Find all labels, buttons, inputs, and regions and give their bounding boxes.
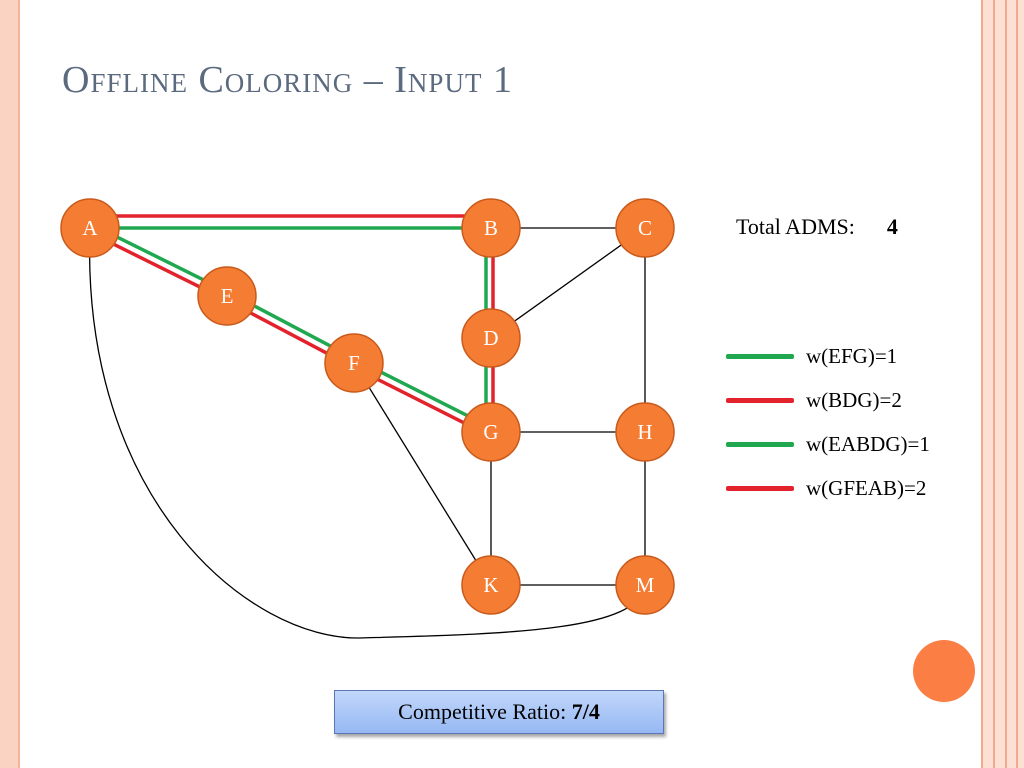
total-adms: Total ADMS: 4 <box>736 214 898 240</box>
graph-node <box>461 198 521 258</box>
graph-node-label: M <box>636 573 655 597</box>
legend-label: w(BDG)=2 <box>806 388 902 412</box>
legend-swatch <box>726 486 794 491</box>
ratio-label: Competitive Ratio: <box>398 699 567 724</box>
competitive-ratio-box: Competitive Ratio: 7/4 <box>334 690 664 734</box>
legend-label: w(EABDG)=1 <box>806 432 930 456</box>
graph-node-label: E <box>221 284 234 308</box>
legend-label: w(GFEAB)=2 <box>806 476 927 500</box>
graph-edge <box>88 227 646 639</box>
graph-node <box>197 266 257 326</box>
slide-title: Offline Coloring – Input 1 <box>62 59 513 101</box>
total-adms-label: Total ADMS: <box>736 214 855 239</box>
graph-node <box>324 333 384 393</box>
legend-swatch <box>726 442 794 447</box>
total-adms-value: 4 <box>886 214 898 239</box>
decorative-orange-circle <box>913 640 975 702</box>
graph-node-label: B <box>484 216 498 240</box>
graph-node-label: K <box>483 573 498 597</box>
right-border-stripe <box>993 0 995 768</box>
graph-edge <box>353 362 492 586</box>
graph-node-label: F <box>348 351 360 375</box>
graph-node <box>615 555 675 615</box>
graph-node-label: H <box>637 420 652 444</box>
graph-node-label: C <box>638 216 652 240</box>
graph-node <box>461 308 521 368</box>
graph-node-label: D <box>483 326 498 350</box>
graph-node <box>461 402 521 462</box>
legend-swatch <box>726 398 794 403</box>
graph-node <box>615 198 675 258</box>
graph-node <box>60 198 120 258</box>
graph-node <box>615 402 675 462</box>
legend-swatch <box>726 354 794 359</box>
graph-node <box>461 555 521 615</box>
right-border-stripe <box>981 0 983 768</box>
left-border-decoration <box>0 0 20 768</box>
legend-label: w(EFG)=1 <box>806 344 898 368</box>
right-border-stripe <box>1016 0 1018 768</box>
graph-node-label: G <box>483 420 498 444</box>
right-border-stripe <box>1005 0 1007 768</box>
graph-edge <box>490 227 646 339</box>
ratio-value: 7/4 <box>571 699 600 724</box>
graph-node-label: A <box>82 216 98 240</box>
